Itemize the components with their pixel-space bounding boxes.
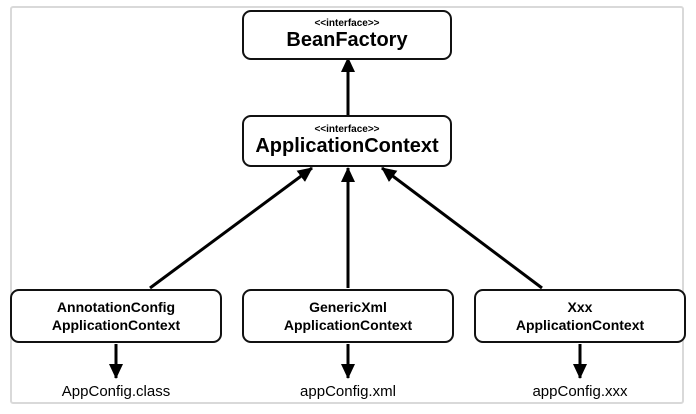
edge-annotation-to-appcontext <box>149 166 313 290</box>
config-annotation: AppConfig.class <box>61 383 171 400</box>
node-title-line1: Xxx <box>567 299 593 315</box>
node-xxx-application-context: Xxx ApplicationContext <box>474 289 686 343</box>
stereotype-label: <<interface>> <box>314 124 380 135</box>
node-bean-factory: <<interface>> BeanFactory <box>242 10 452 60</box>
node-title-line1: GenericXml <box>309 299 387 315</box>
node-generic-xml-application-context: GenericXml ApplicationContext <box>242 289 454 343</box>
config-xxx: appConfig.xxx <box>532 383 628 400</box>
config-generic-xml: appConfig.xml <box>300 383 396 400</box>
node-annotation-config-application-context: AnnotationConfig ApplicationContext <box>10 289 222 343</box>
node-title-line1: AnnotationConfig <box>56 299 176 315</box>
node-title-line2: ApplicationContext <box>283 317 413 333</box>
node-title-line2: ApplicationContext <box>51 317 181 333</box>
node-title-line2: ApplicationContext <box>515 317 645 333</box>
stereotype-label: <<interface>> <box>314 18 380 29</box>
node-title: ApplicationContext <box>255 135 439 157</box>
node-application-context: <<interface>> ApplicationContext <box>242 115 452 167</box>
edge-xxx-to-appcontext <box>381 166 543 290</box>
node-title: BeanFactory <box>286 29 408 51</box>
